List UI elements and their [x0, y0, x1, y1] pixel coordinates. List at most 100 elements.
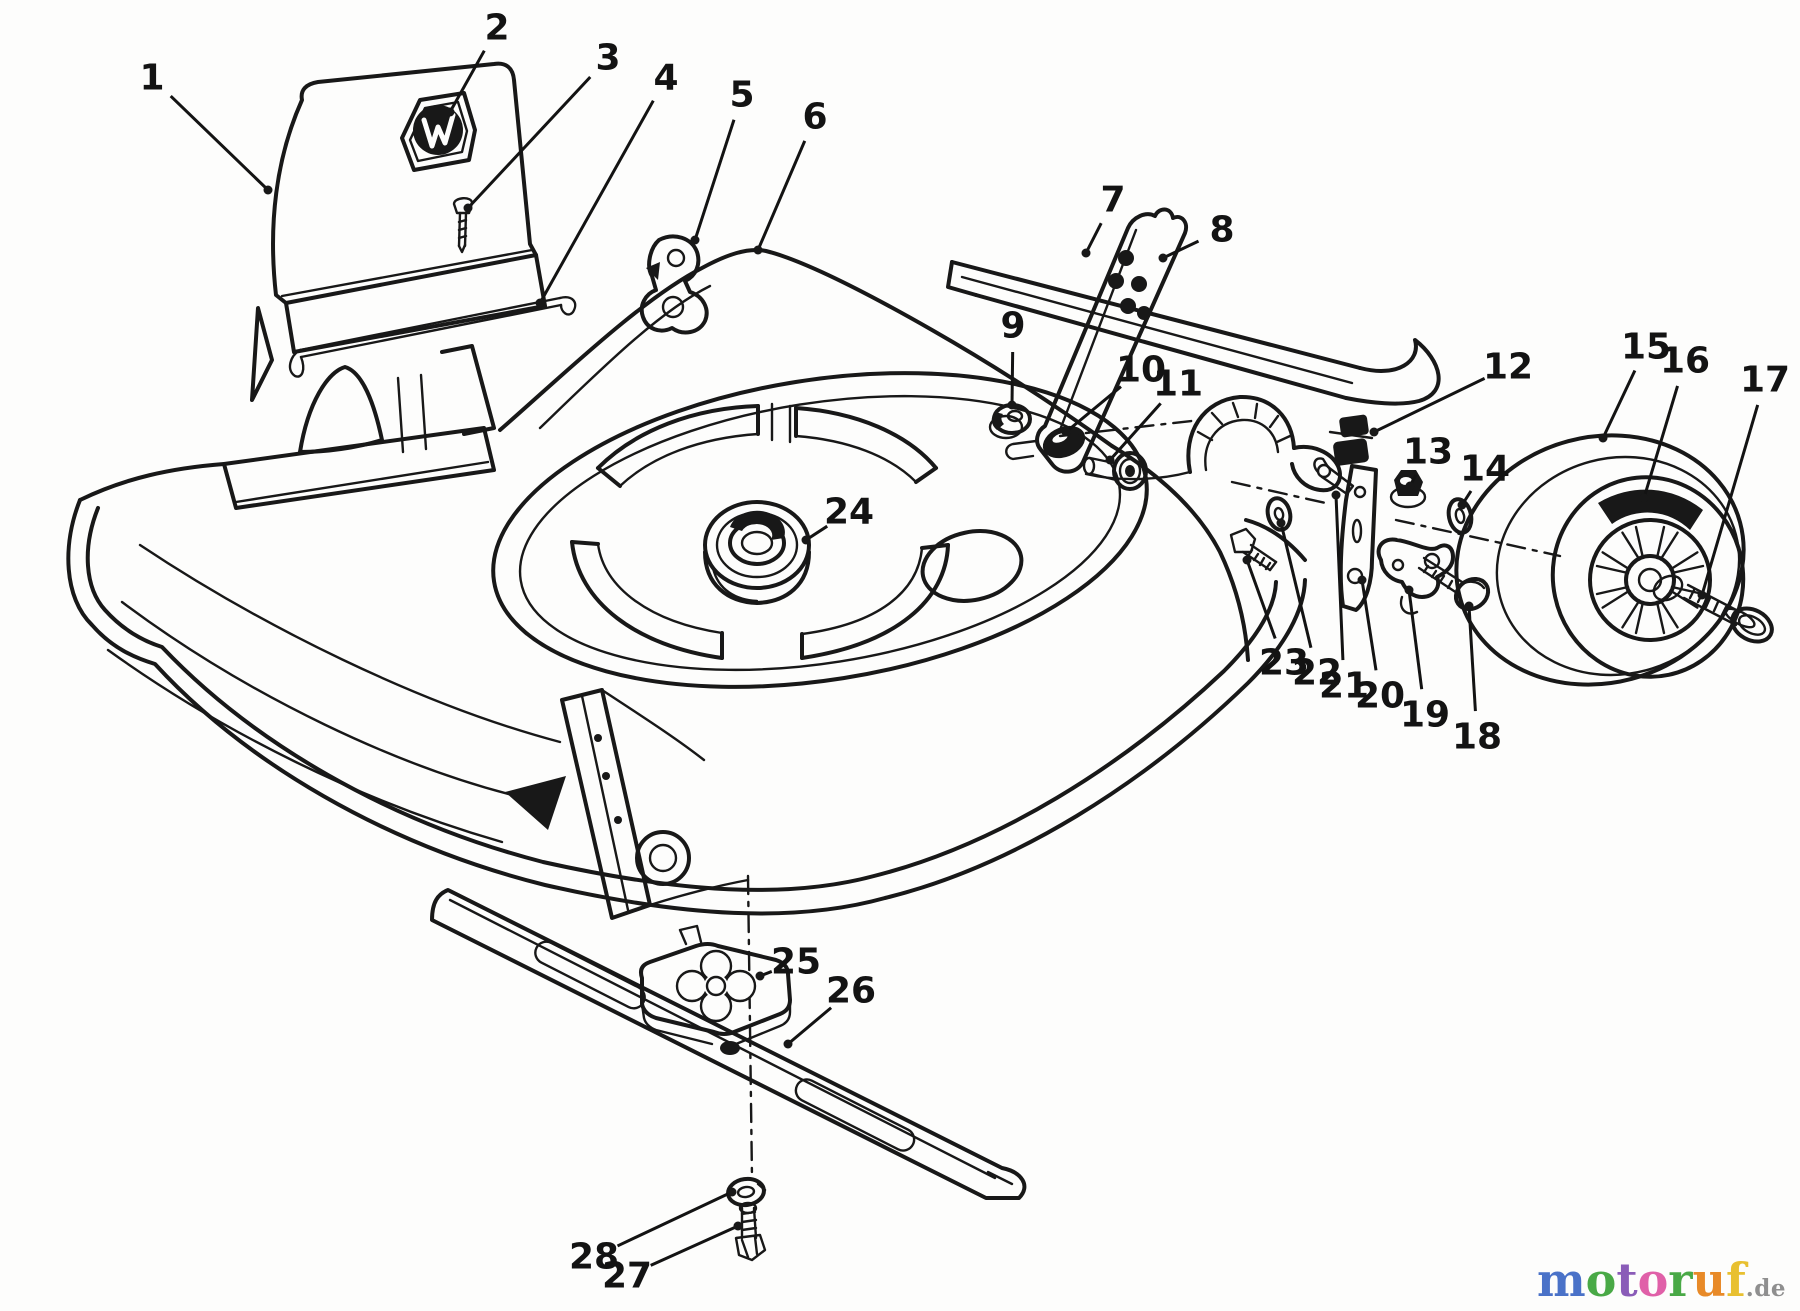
callout-4: 4: [535, 58, 679, 308]
callout-target-dot: [445, 107, 455, 117]
callout-target-dot: [690, 235, 700, 245]
part-number-label: 8: [1209, 210, 1234, 251]
callout-10: 10: [1061, 350, 1166, 437]
callout-18: 18: [1452, 601, 1502, 758]
callout-9: 9: [1000, 306, 1026, 410]
deck-shadow-wedge: [505, 776, 566, 830]
rear-discharge-door: [250, 61, 547, 402]
wheel-assembly: [1454, 433, 1774, 687]
callout-target-dot: [263, 185, 273, 195]
callout-leader-line: [693, 119, 736, 241]
callout-13: 13: [1403, 432, 1453, 491]
callout-leader-line: [1334, 494, 1345, 661]
callout-leader-line: [448, 49, 486, 113]
callout-26: 26: [783, 971, 876, 1049]
callout-23: 23: [1242, 555, 1309, 684]
callout-target-dot: [755, 971, 765, 981]
logo-badge: [400, 91, 477, 172]
callout-27: 27: [602, 1221, 743, 1297]
callout-11: 11: [1105, 364, 1203, 465]
callout-target-dot: [1405, 481, 1415, 491]
callout-leader-line: [1108, 402, 1162, 462]
watermark-letter: m: [1536, 1253, 1586, 1307]
part-number-label: 25: [771, 942, 821, 983]
hook-rod: [1313, 457, 1355, 496]
callout-22: 22: [1276, 518, 1342, 694]
callout-3: 3: [463, 38, 621, 213]
callout-leader-line: [466, 75, 592, 210]
callout-target-dot: [1242, 555, 1252, 565]
part-number-label: 2: [484, 8, 509, 49]
callout-6: 6: [753, 97, 828, 255]
watermark-letter: o: [1637, 1253, 1669, 1307]
callout-target-dot: [1697, 590, 1707, 600]
part-number-label: 20: [1355, 676, 1405, 717]
callout-target-dot: [463, 203, 473, 213]
callout-target-dot: [1276, 518, 1286, 528]
callout-leader-line: [1010, 351, 1015, 406]
callout-15: 15: [1598, 327, 1671, 443]
watermark-letter: t: [1616, 1253, 1638, 1307]
door-spring-wire: [250, 306, 274, 402]
part-number-label: 24: [824, 492, 874, 533]
part-number-label: 12: [1483, 347, 1533, 388]
watermark-letter: r: [1668, 1253, 1693, 1307]
callout-leader-line: [1084, 222, 1103, 254]
callout-target-dot: [1105, 455, 1115, 465]
part-number-label: 28: [569, 1237, 619, 1278]
callout-target-dot: [1464, 601, 1474, 611]
shoulder-bolt: [1082, 451, 1148, 491]
callout-target-dot: [783, 1039, 793, 1049]
callout-target-dot: [1639, 493, 1649, 503]
callout-leader-line: [787, 1006, 833, 1046]
watermark-word: motoruf: [1537, 1253, 1746, 1307]
stop-block: [1328, 414, 1374, 466]
watermark-letter: u: [1692, 1253, 1726, 1307]
blade-driver: [639, 924, 792, 1046]
callout-leader-line: [616, 1190, 733, 1248]
callout-leader-line: [1279, 522, 1313, 649]
callout-target-dot: [535, 298, 545, 308]
callout-target-dot: [1598, 433, 1608, 443]
brake-bracket-arm: [1084, 394, 1342, 493]
hub-bearing-pulley: [703, 500, 811, 605]
callout-leader-line: [650, 1224, 739, 1267]
door-hinge-rod: [288, 296, 577, 378]
watermark-suffix: .de: [1745, 1275, 1786, 1302]
part-number-label: 1: [139, 58, 164, 99]
part-number-label: 4: [653, 58, 678, 99]
callout-leader-line: [1162, 239, 1200, 260]
callout-target-dot: [727, 1187, 737, 1197]
callout-target-dot: [1158, 253, 1168, 263]
callout-20: 20: [1355, 575, 1405, 717]
part-number-label: 11: [1153, 364, 1203, 405]
part-number-label: 7: [1100, 180, 1125, 221]
part-number-label: 23: [1259, 643, 1309, 684]
callout-leader-line: [1245, 559, 1277, 640]
part-number-label: 3: [595, 38, 620, 79]
callout-leader-line: [1642, 385, 1679, 499]
hex-screw-23: [1229, 527, 1278, 572]
callout-leader-line: [169, 94, 270, 192]
part-number-label: 18: [1452, 717, 1502, 758]
callout-7: 7: [1081, 180, 1126, 258]
callout-target-dot: [1081, 248, 1091, 258]
callout-14: 14: [1457, 449, 1510, 510]
callout-leader-line: [538, 99, 655, 304]
callout-target-dot: [1404, 585, 1414, 595]
callout-target-dot: [733, 1221, 743, 1231]
part-number-label: 17: [1740, 360, 1790, 401]
callout-28: 28: [569, 1187, 737, 1278]
callout-24: 24: [801, 492, 874, 545]
callout-leader-line: [1601, 369, 1637, 439]
callout-leader-line: [756, 140, 807, 251]
watermark-letter: f: [1725, 1253, 1746, 1307]
callout-1: 1: [139, 58, 273, 195]
part-number-label: 5: [729, 75, 754, 116]
part-number-label: 19: [1400, 695, 1450, 736]
callout-leader-line: [1467, 605, 1477, 712]
part-number-label: 21: [1319, 666, 1369, 707]
